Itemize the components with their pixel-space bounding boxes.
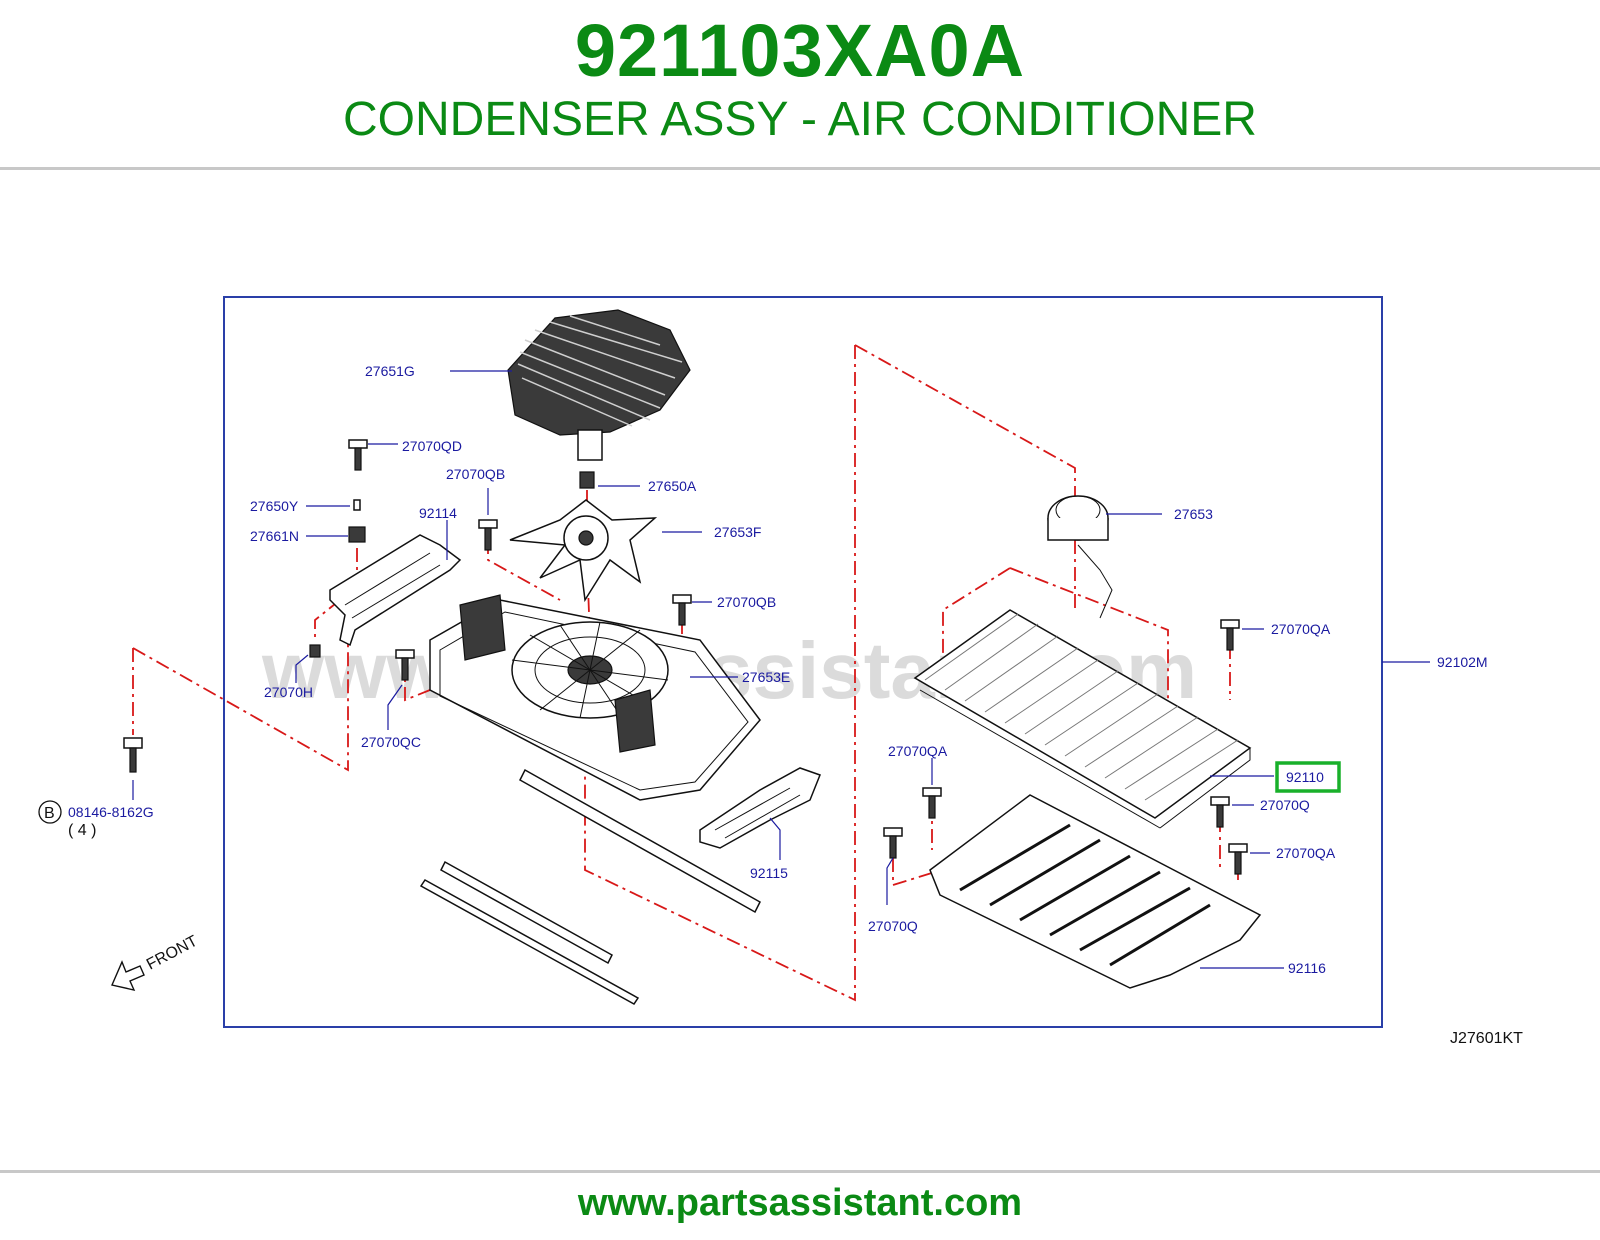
- seal-strips: [419, 768, 761, 1005]
- part-number: 921103XA0A: [574, 9, 1026, 92]
- callout-27070QA-right[interactable]: 27070QA: [1276, 845, 1336, 861]
- footer-divider: [0, 1170, 1600, 1173]
- bolt-27070QB-top: [478, 519, 498, 551]
- bolt-27070QC: [395, 649, 415, 681]
- drawing-code: J27601KT: [1450, 1030, 1523, 1047]
- pin-27650Y: [353, 499, 361, 511]
- callout-92116[interactable]: 92116: [1288, 960, 1326, 976]
- callout-08146-ref: B: [44, 805, 55, 822]
- callout-27070Q-left[interactable]: 27070Q: [868, 918, 918, 934]
- arrow-icon: [111, 960, 145, 991]
- fasteners: [123, 439, 1248, 875]
- callout-27070QB-top[interactable]: 27070QB: [446, 466, 505, 482]
- clip-27070H: [309, 644, 321, 658]
- callout-92110[interactable]: 92110: [1286, 769, 1324, 785]
- bolt-27070QB-mid: [672, 594, 692, 626]
- fan-motor: [1047, 495, 1113, 619]
- callout-27653E[interactable]: 27653E: [742, 669, 790, 685]
- callout-27070QA-top[interactable]: 27070QA: [1271, 621, 1331, 637]
- bolt-27070Q-right: [1210, 796, 1230, 828]
- callout-27070QD[interactable]: 27070QD: [402, 438, 462, 454]
- lower-cover: [929, 794, 1262, 989]
- callout-27653[interactable]: 27653: [1174, 506, 1213, 522]
- callout-27651G[interactable]: 27651G: [365, 363, 415, 379]
- bracket-92114: [329, 534, 462, 647]
- bolt-27070QA-left: [922, 787, 942, 819]
- bolt-27070QA-right: [1228, 843, 1248, 875]
- fan-shroud-cover: [507, 309, 691, 461]
- callout-08146-8162G[interactable]: 08146-8162G: [68, 804, 154, 820]
- leader-lines: [132, 370, 1430, 969]
- bolt-08146-8162G: [123, 737, 143, 773]
- callout-27070QB-mid[interactable]: 27070QB: [717, 594, 776, 610]
- callout-27070H[interactable]: 27070H: [264, 684, 313, 700]
- callout-27661N[interactable]: 27661N: [250, 528, 299, 544]
- bracket-92115: [699, 767, 821, 849]
- front-arrow: FRONT: [111, 933, 201, 991]
- fan-shroud-frame: [429, 594, 761, 801]
- callout-92115[interactable]: 92115: [750, 865, 788, 881]
- callout-08146-qty: ( 4 ): [68, 822, 96, 839]
- part-title: CONDENSER ASSY - AIR CONDITIONER: [343, 93, 1257, 146]
- page-header: 921103XA0A CONDENSER ASSY - AIR CONDITIO…: [0, 0, 1600, 170]
- callout-27070QC[interactable]: 27070QC: [361, 734, 421, 750]
- highlight-box: [1275, 761, 1341, 793]
- bolt-27070QD: [348, 439, 368, 471]
- footer-url[interactable]: www.partsassistant.com: [577, 1182, 1023, 1224]
- callout-27650A[interactable]: 27650A: [648, 478, 697, 494]
- callout-27653F[interactable]: 27653F: [714, 524, 761, 540]
- callout-92114[interactable]: 92114: [419, 505, 457, 521]
- callout-27070QA-left[interactable]: 27070QA: [888, 743, 948, 759]
- bolt-27070Q-left: [883, 827, 903, 859]
- bolt-27070QA-top: [1220, 619, 1240, 651]
- callout-27070Q-right[interactable]: 27070Q: [1260, 797, 1310, 813]
- bushing-27661N: [348, 526, 366, 543]
- reference-circle: [38, 800, 62, 824]
- fan-blade: [509, 471, 658, 603]
- front-label: FRONT: [144, 933, 201, 974]
- callout-labels: 27651G 27070QD 27070QB 27650A 27650Y 921…: [38, 363, 1488, 976]
- condenser-core: [913, 609, 1252, 829]
- callout-27650Y[interactable]: 27650Y: [250, 498, 299, 514]
- callout-92102M[interactable]: 92102M: [1437, 654, 1488, 670]
- header-divider: [0, 167, 1600, 170]
